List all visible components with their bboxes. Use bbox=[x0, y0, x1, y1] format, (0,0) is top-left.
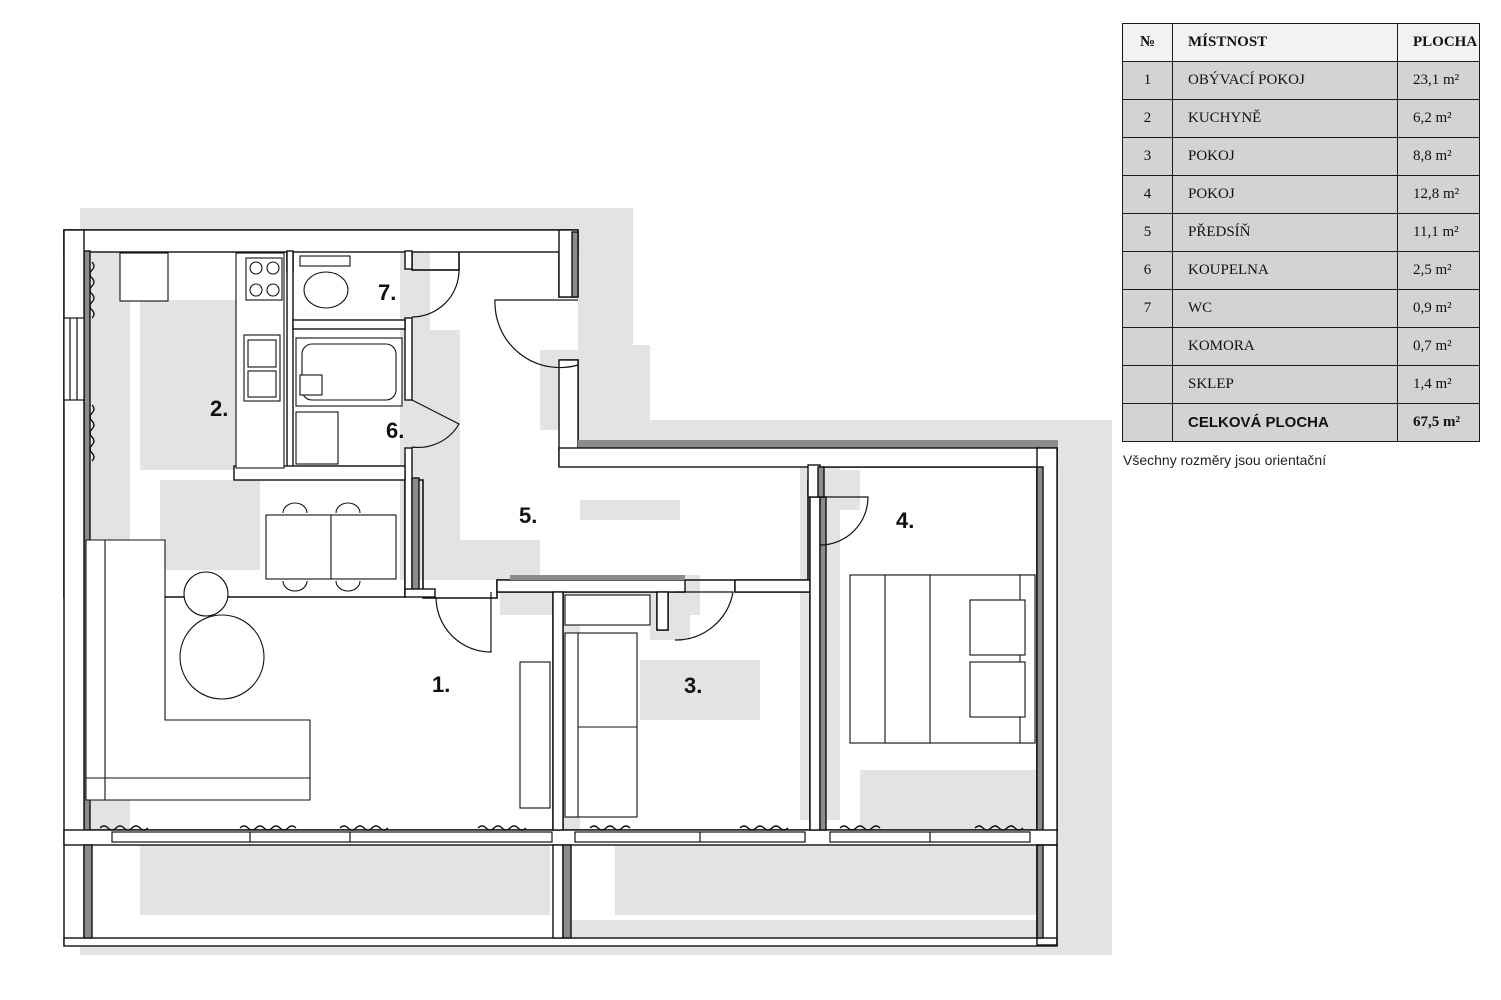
row-room: KOMORA bbox=[1172, 327, 1398, 366]
doors bbox=[411, 269, 869, 653]
total-area: 67,5 m² bbox=[1397, 403, 1480, 442]
row-num: 4 bbox=[1122, 175, 1173, 214]
row-area: 2,5 m² bbox=[1397, 251, 1480, 290]
row-area: 11,1 m² bbox=[1397, 213, 1480, 252]
row-num bbox=[1122, 327, 1173, 366]
row-area: 6,2 m² bbox=[1397, 99, 1480, 138]
row-area: 0,9 m² bbox=[1397, 289, 1480, 328]
row-area: 0,7 m² bbox=[1397, 327, 1480, 366]
row-num: 5 bbox=[1122, 213, 1173, 252]
room3-furniture bbox=[564, 594, 651, 818]
row-room: WC bbox=[1172, 289, 1398, 328]
row-num: 7 bbox=[1122, 289, 1173, 328]
row-room: KOUPELNA bbox=[1172, 251, 1398, 290]
total-label: CELKOVÁ PLOCHA bbox=[1172, 403, 1398, 442]
dimensions-note: Všechny rozměry jsou orientační bbox=[1123, 452, 1327, 468]
room-label-7: 7. bbox=[378, 280, 396, 305]
row-area: 12,8 m² bbox=[1397, 175, 1480, 214]
room-label-6: 6. bbox=[386, 418, 404, 443]
room-label-2: 2. bbox=[210, 396, 228, 421]
living-furniture bbox=[85, 502, 551, 809]
bed bbox=[849, 574, 1036, 744]
row-room: POKOJ bbox=[1172, 175, 1398, 214]
row-room: KUCHYNĚ bbox=[1172, 99, 1398, 138]
radiators bbox=[89, 261, 1024, 831]
row-area: 8,8 m² bbox=[1397, 137, 1480, 176]
room-label-3: 3. bbox=[684, 673, 702, 698]
row-area: 1,4 m² bbox=[1397, 365, 1480, 404]
row-room: OBÝVACÍ POKOJ bbox=[1172, 61, 1398, 100]
row-num: 2 bbox=[1122, 99, 1173, 138]
row-room: SKLEP bbox=[1172, 365, 1398, 404]
total-num bbox=[1122, 403, 1173, 442]
header-num: № bbox=[1122, 23, 1173, 62]
row-num: 3 bbox=[1122, 137, 1173, 176]
row-area: 23,1 m² bbox=[1397, 61, 1480, 100]
table-header-row: № MÍSTNOST PLOCHA bbox=[1122, 23, 1480, 62]
row-num: 6 bbox=[1122, 251, 1173, 290]
windows bbox=[63, 317, 1031, 843]
bathroom bbox=[295, 255, 403, 465]
room-label-5: 5. bbox=[519, 503, 537, 528]
header-area: PLOCHA bbox=[1397, 23, 1480, 62]
row-room: POKOJ bbox=[1172, 137, 1398, 176]
room-label-4: 4. bbox=[896, 508, 914, 533]
row-num: 1 bbox=[1122, 61, 1173, 100]
header-room: MÍSTNOST bbox=[1172, 23, 1398, 62]
row-room: PŘEDSÍŇ bbox=[1172, 213, 1398, 252]
room-label-1: 1. bbox=[432, 672, 450, 697]
row-num bbox=[1122, 365, 1173, 404]
kitchen bbox=[119, 252, 285, 469]
